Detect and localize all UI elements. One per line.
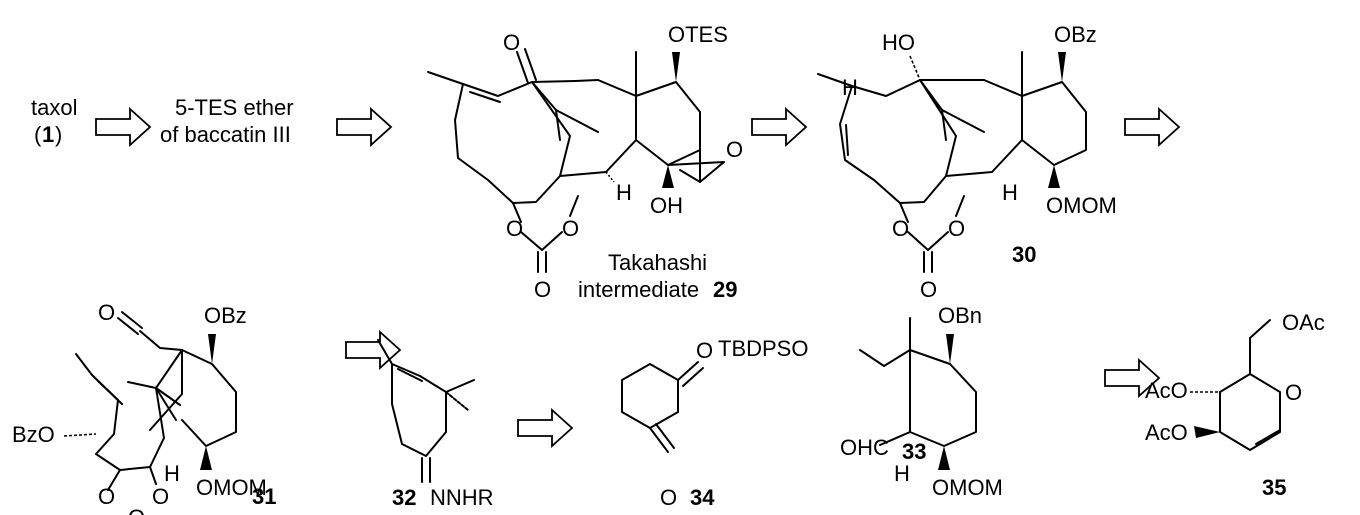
compound-35: OAc O AcO AcO 35 xyxy=(1145,310,1325,500)
c34-number: 34 xyxy=(690,485,715,510)
c33-OMOM: OMOM xyxy=(932,475,1003,500)
c29-ketone-O: O xyxy=(503,30,520,55)
c30-H: H xyxy=(1002,180,1018,205)
c29-caption-line1: Takahashi xyxy=(608,250,707,275)
c29-OH: OH xyxy=(650,193,683,218)
c29-carbonate-O3: O xyxy=(534,277,551,302)
compound-30: HO OBz H OMOM H O O O 30 xyxy=(817,22,1117,302)
compound-29: O OTES O OH H O O O Takahashi inte xyxy=(427,22,743,302)
c29-carbonate-O2: O xyxy=(562,216,579,241)
c31-number: 31 xyxy=(252,484,276,509)
c30-OMOM: OMOM xyxy=(1046,193,1117,218)
baccatin-label: 5-TES ether of baccatin III xyxy=(160,95,294,147)
c31-OBz: OBz xyxy=(204,303,247,328)
c33-number: 33 xyxy=(902,439,926,464)
c31-carbonate-O1: O xyxy=(98,484,115,509)
c29-H: H xyxy=(616,180,632,205)
c31-carbonate-O2: O xyxy=(152,484,169,509)
baccatin-line2: of baccatin III xyxy=(160,122,291,147)
retro-arrow-3 xyxy=(751,108,807,146)
c33-OHC: OHC xyxy=(840,435,889,460)
c31-H: H xyxy=(164,461,180,486)
c35-AcO-bottom: AcO xyxy=(1145,420,1188,445)
c30-OBz: OBz xyxy=(1054,22,1097,47)
compound-31: O OBz BzO OMOM H O O O 31 xyxy=(12,300,276,515)
retro-arrow-4 xyxy=(1124,108,1180,146)
c33-H: H xyxy=(894,461,910,486)
retro-arrow-2 xyxy=(336,108,392,146)
c29-caption-number: 29 xyxy=(713,277,737,302)
taxol-text: taxol xyxy=(31,95,77,120)
taxol-label: taxol ( 1 ) xyxy=(31,95,77,147)
c32-number: 32 xyxy=(392,485,416,510)
c30-carbonate-O2: O xyxy=(948,216,965,241)
c31-BzO: BzO xyxy=(12,422,55,447)
c29-oxetane-O: O xyxy=(726,137,743,162)
c35-number: 35 xyxy=(1262,475,1286,500)
compound-33: TBDPSO OBn OHC OMOM H 33 xyxy=(718,303,1003,500)
c35-ring-O: O xyxy=(1285,380,1302,405)
c30-carbonate-O1: O xyxy=(892,216,909,241)
baccatin-line1: 5-TES ether xyxy=(175,95,294,120)
c30-HO: HO xyxy=(882,30,915,55)
c31-aldehyde-O: O xyxy=(98,300,115,325)
c35-AcO-top: AcO xyxy=(1145,378,1188,403)
c33-OBn: OBn xyxy=(938,303,982,328)
c31-OMOM: OMOM xyxy=(196,475,267,500)
c29-carbonate-O1: O xyxy=(506,216,523,241)
c33-TBDPSO: TBDPSO xyxy=(718,336,808,361)
c34-ketone-O-top: O xyxy=(696,338,713,363)
c29-caption-line2: intermediate xyxy=(578,277,699,302)
c31-carbonate-O3: O xyxy=(128,505,145,515)
taxol-number: 1 xyxy=(42,122,54,147)
compound-32: NNHR 32 xyxy=(377,339,494,510)
c30-number: 30 xyxy=(1012,242,1036,267)
c34-ketone-O-bottom: O xyxy=(660,485,677,510)
c35-OAc: OAc xyxy=(1282,310,1325,335)
c30-carbonate-O3: O xyxy=(920,277,937,302)
retro-arrow-6 xyxy=(517,409,573,447)
taxol-paren-close: ) xyxy=(55,122,62,147)
taxol-paren-open: ( xyxy=(34,122,42,147)
compound-34: O O 34 xyxy=(621,338,715,510)
c30-H-left: H xyxy=(842,75,858,100)
retro-arrow-1 xyxy=(95,108,151,146)
c32-NNHR: NNHR xyxy=(430,485,494,510)
c29-OTES: OTES xyxy=(668,22,728,47)
